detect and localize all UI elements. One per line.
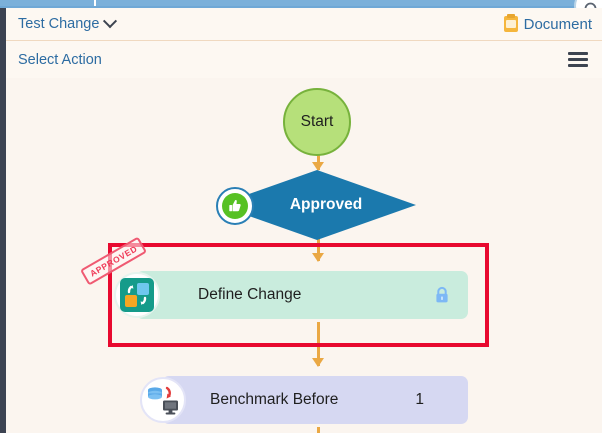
hamburger-line [568, 52, 588, 55]
breadcrumb[interactable]: Test Change [18, 14, 118, 32]
header-bar: Test Change Document [6, 8, 602, 41]
hamburger-line [568, 64, 588, 67]
node-start[interactable]: Start [283, 88, 351, 156]
node-benchmark-before-label: Benchmark Before [210, 391, 339, 408]
swap-change-icon: APPROVED [80, 236, 160, 318]
tab-strip-underline [0, 6, 602, 8]
thumbs-up-icon [216, 187, 254, 225]
highlight-rectangle [108, 243, 489, 347]
left-rail [0, 8, 6, 433]
document-link[interactable]: Document [503, 14, 592, 33]
lock-icon [434, 286, 450, 304]
breadcrumb-label: Test Change [18, 16, 100, 32]
node-benchmark-before[interactable]: Benchmark Before 1 [140, 376, 468, 424]
workflow-canvas[interactable]: Start Approved [6, 78, 602, 433]
node-define-change-label: Define Change [198, 286, 302, 303]
node-define-change[interactable]: APPROVED Define Change [80, 236, 468, 319]
tab-strip-segment[interactable] [0, 0, 96, 8]
action-bar: Select Action [6, 41, 602, 78]
chevron-down-icon[interactable] [103, 14, 118, 29]
hamburger-menu-icon[interactable] [568, 52, 588, 67]
select-action-button[interactable]: Select Action [18, 51, 102, 68]
node-approved-label: Approved [289, 196, 363, 213]
database-monitor-icon [140, 377, 186, 423]
node-approved[interactable]: Approved [216, 170, 416, 240]
document-icon [503, 14, 518, 32]
node-start-label: Start [300, 113, 334, 130]
node-benchmark-before-count: 1 [415, 391, 424, 408]
connector-benchmark-out [317, 427, 320, 433]
document-label: Document [523, 15, 592, 33]
hamburger-line [568, 58, 588, 61]
